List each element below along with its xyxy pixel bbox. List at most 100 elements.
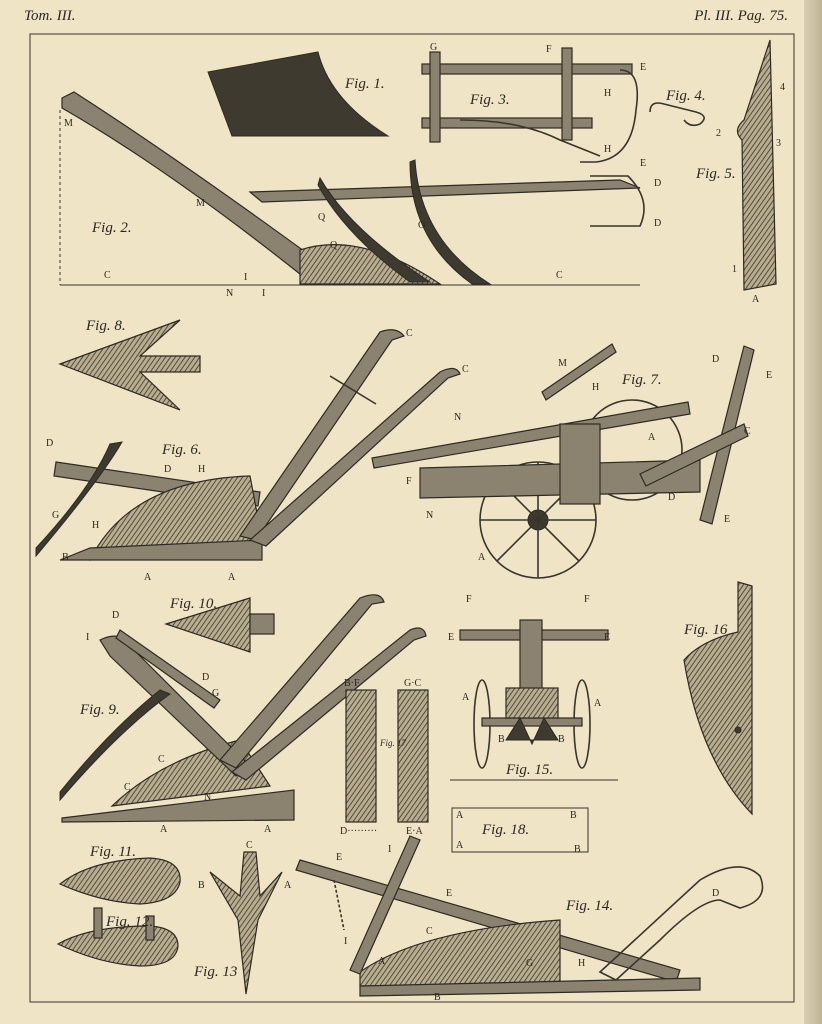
svg-text:B: B <box>558 734 565 745</box>
fig1-label: Fig. 1. <box>344 76 385 92</box>
fig4-hook: Fig. 4. <box>649 88 706 127</box>
fig10-share-point: Fig. 10. <box>164 596 275 653</box>
svg-text:C: C <box>426 926 433 937</box>
fig5-coulter: Fig. 5. 4 3 2 1 A <box>695 39 785 305</box>
fig8-share: Fig. 8. <box>58 318 201 411</box>
svg-text:B: B <box>62 552 69 563</box>
fig17-label: Fig. 17 <box>379 738 406 748</box>
fig10-label: Fig. 10. <box>169 596 217 612</box>
svg-text:C: C <box>246 840 253 851</box>
svg-text:D: D <box>654 178 661 189</box>
fig18-label: Fig. 18. <box>481 822 529 838</box>
svg-text:A: A <box>648 432 656 443</box>
svg-text:C: C <box>556 270 563 281</box>
svg-text:E: E <box>604 632 610 643</box>
svg-text:4: 4 <box>780 82 785 93</box>
svg-text:C: C <box>104 270 111 281</box>
svg-text:B: B <box>434 992 441 1003</box>
svg-text:H: H <box>198 464 205 475</box>
fig14-label: Fig. 14. <box>565 898 613 914</box>
fig13-long-share: Fig. 13 C B A <box>193 840 292 995</box>
fig8-label: Fig. 8. <box>85 318 126 334</box>
svg-text:N: N <box>204 792 211 803</box>
svg-text:C: C <box>744 426 751 437</box>
fig5-label: Fig. 5. <box>695 166 736 182</box>
svg-text:E: E <box>446 888 452 899</box>
svg-text:G: G <box>212 688 219 699</box>
svg-text:G: G <box>526 958 533 969</box>
fig14-long-plough: Fig. 14. E E I I C A B D G H <box>295 835 764 1003</box>
plate-border <box>29 33 795 1003</box>
page-gutter-edge <box>804 0 822 1024</box>
svg-text:M: M <box>64 118 73 129</box>
svg-text:H: H <box>92 520 99 531</box>
svg-text:A: A <box>456 840 464 851</box>
svg-text:I: I <box>388 844 391 855</box>
svg-text:D: D <box>712 888 719 899</box>
fig3-label: Fig. 3. <box>469 92 510 108</box>
header-plate-page: Pl. III. Pag. 75. <box>694 8 788 24</box>
svg-text:F: F <box>546 44 552 55</box>
svg-text:D·········: D········· <box>340 826 377 837</box>
svg-text:C: C <box>124 782 131 793</box>
fig1-mouldboard: Fig. 1. <box>207 51 390 137</box>
svg-text:M: M <box>558 358 567 369</box>
fig6-label: Fig. 6. <box>161 442 202 458</box>
svg-text:D: D <box>654 218 661 229</box>
svg-text:B: B <box>570 810 577 821</box>
fig16-label: Fig. 16 <box>683 622 728 638</box>
svg-text:A: A <box>264 824 272 835</box>
svg-text:I: I <box>344 936 347 947</box>
svg-text:H: H <box>578 958 585 969</box>
svg-text:C: C <box>158 754 165 765</box>
svg-text:Q: Q <box>330 240 338 251</box>
svg-text:D: D <box>164 464 171 475</box>
svg-text:F: F <box>466 594 472 605</box>
svg-text:A: A <box>594 698 602 709</box>
svg-text:G·C: G·C <box>404 678 422 689</box>
fig2-plough-side-view: Fig. 2. M M C C N I I Q Q O D D <box>59 91 661 299</box>
svg-text:H: H <box>604 144 611 155</box>
svg-text:C: C <box>462 364 469 375</box>
svg-text:H: H <box>592 382 599 393</box>
fig3-frame: Fig. 3. G F E E H H <box>421 42 646 169</box>
svg-text:A: A <box>752 294 760 305</box>
svg-text:3: 3 <box>776 138 781 149</box>
svg-text:1: 1 <box>732 264 737 275</box>
svg-text:I: I <box>86 632 89 643</box>
svg-text:D: D <box>712 354 719 365</box>
fig12-shoe: Fig. 12. <box>56 907 179 967</box>
svg-text:G: G <box>52 510 59 521</box>
svg-text:E: E <box>448 632 454 643</box>
svg-text:D: D <box>668 492 675 503</box>
svg-text:A: A <box>456 810 464 821</box>
fig16-mouldboard: Fig. 16 <box>683 581 753 816</box>
svg-text:E: E <box>766 370 772 381</box>
svg-text:Q: Q <box>318 212 326 223</box>
svg-text:A: A <box>478 552 486 563</box>
fig4-label: Fig. 4. <box>665 88 706 104</box>
fig11-shoe: Fig. 11. <box>58 844 181 905</box>
svg-text:N: N <box>454 412 461 423</box>
svg-text:B·F: B·F <box>344 678 360 689</box>
svg-text:I: I <box>244 272 247 283</box>
svg-text:O: O <box>418 220 425 231</box>
fig9-plough: Fig. 9. D D I G C C N A A <box>59 594 427 835</box>
fig7-wheeled-plough: Fig. 7. M H N N F A A D D E E C <box>371 343 772 579</box>
svg-text:E·A: E·A <box>406 826 423 837</box>
svg-text:N: N <box>226 288 233 299</box>
svg-text:A: A <box>160 824 168 835</box>
svg-text:D: D <box>46 438 53 449</box>
svg-text:F: F <box>406 476 412 487</box>
svg-text:D: D <box>112 610 119 621</box>
svg-text:M: M <box>196 198 205 209</box>
svg-text:2: 2 <box>716 128 721 139</box>
fig9-label: Fig. 9. <box>79 702 120 718</box>
fig18-rectangle: Fig. 18. A B A B <box>451 807 589 855</box>
svg-text:E: E <box>336 852 342 863</box>
svg-text:B: B <box>198 880 205 891</box>
svg-text:A: A <box>284 880 292 891</box>
header-volume: Tom. III. <box>24 8 76 24</box>
svg-text:A: A <box>378 956 386 967</box>
